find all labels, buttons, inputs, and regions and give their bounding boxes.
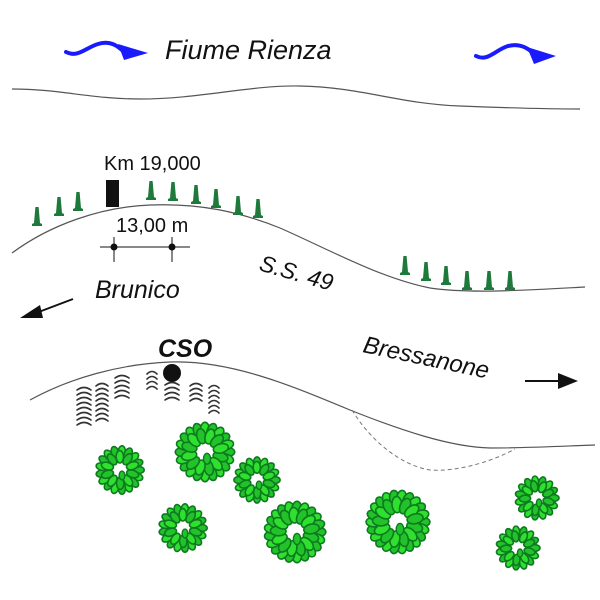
river-flow-arrow-left — [64, 40, 148, 60]
road-upper-edge — [11, 204, 586, 292]
water-hatch-stroke — [189, 397, 203, 402]
water-hatch-stroke — [114, 379, 130, 384]
water-hatch-stroke — [76, 421, 92, 426]
water-hatch-stroke — [95, 382, 109, 387]
tree-canopy-icon — [95, 445, 146, 495]
distance-label: 13,00 m — [116, 215, 188, 237]
wavy-arrow-right-icon — [474, 43, 536, 60]
tree-canopy-icon — [365, 489, 431, 555]
traffic-cone-icon — [441, 266, 451, 285]
water-hatch-stroke — [114, 374, 130, 379]
water-hatch-stroke — [95, 417, 109, 422]
water-hatch-stroke — [114, 394, 130, 399]
arrow-right-icon — [525, 373, 578, 389]
water-hatch-stroke — [164, 381, 180, 386]
tree-canopy-icon — [263, 500, 327, 564]
tree-canopy-icon — [158, 503, 209, 553]
water-hatch-stroke — [76, 386, 92, 391]
water-hatch-stroke — [76, 411, 92, 416]
cone-group-upper-right — [146, 181, 263, 218]
tree-canopy-icon — [233, 456, 281, 504]
water-hatch-stroke — [146, 385, 158, 390]
traffic-cone-icon — [168, 182, 178, 201]
lower-bank-line — [29, 361, 596, 449]
dimension-line — [100, 237, 190, 262]
water-hatch-stroke — [164, 391, 180, 396]
tree-group — [95, 421, 560, 571]
traffic-cone-icon — [421, 262, 431, 281]
water-hatch-stroke — [95, 402, 109, 407]
water-hatch-stroke — [95, 392, 109, 397]
water-hatch-stroke — [76, 401, 92, 406]
water-hatch-stroke — [208, 404, 220, 409]
river-flow-arrow-right — [474, 43, 556, 64]
water-hatch-stroke — [146, 370, 158, 375]
water-hatch-stroke — [208, 409, 220, 414]
traffic-cone-icon — [146, 181, 156, 200]
tree-canopy-icon — [514, 475, 560, 521]
west-direction-label: Brunico — [95, 276, 180, 304]
water-hatch-stroke — [76, 416, 92, 421]
water-hatch-stroke — [95, 387, 109, 392]
traffic-cone-icon — [484, 271, 494, 290]
traffic-cone-icon — [505, 271, 515, 290]
east-direction-label: Bressanone — [361, 331, 492, 384]
traffic-cone-icon — [253, 199, 263, 218]
water-hatch-stroke — [95, 397, 109, 402]
water-hatch-stroke — [189, 382, 203, 387]
cso-label: CSO — [158, 335, 213, 363]
water-hatch-stroke — [189, 387, 203, 392]
traffic-cone-icon — [462, 271, 472, 290]
water-hatch-stroke — [208, 394, 220, 399]
cso-point-icon — [163, 364, 181, 382]
traffic-cone-icon — [54, 197, 64, 216]
road-label: S.S. 49 — [257, 250, 337, 296]
kilometer-post-icon — [106, 180, 119, 207]
water-hatch-icon — [76, 370, 220, 426]
water-hatch-stroke — [164, 386, 180, 391]
water-hatch-stroke — [208, 399, 220, 404]
river-bank-line — [11, 85, 581, 110]
water-hatch-stroke — [146, 380, 158, 385]
water-hatch-stroke — [114, 384, 130, 389]
traffic-cone-icon — [233, 196, 243, 215]
cone-group-upper-left — [32, 192, 83, 226]
water-hatch-stroke — [164, 396, 180, 401]
water-hatch-stroke — [76, 406, 92, 411]
water-hatch-stroke — [146, 375, 158, 380]
water-hatch-stroke — [95, 407, 109, 412]
water-hatch-stroke — [76, 396, 92, 401]
water-hatch-stroke — [189, 392, 203, 397]
traffic-cone-icon — [400, 256, 410, 275]
river-label: Fiume Rienza — [165, 35, 332, 65]
dashed-excavation-outline — [351, 409, 516, 471]
km-marker-label: Km 19,000 — [104, 153, 201, 175]
water-hatch-stroke — [76, 391, 92, 396]
water-hatch-stroke — [95, 412, 109, 417]
traffic-cone-icon — [73, 192, 83, 211]
water-hatch-stroke — [208, 389, 220, 394]
traffic-cone-icon — [211, 189, 221, 208]
water-hatch-stroke — [114, 389, 130, 394]
tree-canopy-icon — [495, 525, 541, 571]
wavy-arrow-right-icon — [64, 40, 126, 56]
traffic-cone-icon — [32, 207, 42, 226]
water-hatch-stroke — [208, 384, 220, 389]
tree-canopy-icon — [174, 421, 236, 483]
arrow-left-icon — [20, 298, 74, 318]
traffic-cone-icon — [191, 185, 201, 204]
